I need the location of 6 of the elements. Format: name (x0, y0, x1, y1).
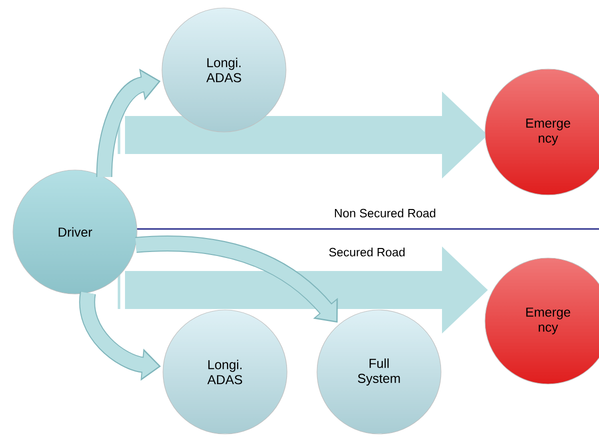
road-label: Secured Road (328, 246, 406, 258)
circle-node: Longi. ADAS (162, 310, 288, 434)
circle-node: Driver (12, 170, 138, 294)
circle-node: Full System (316, 310, 442, 434)
road-label: Non Secured Road (332, 208, 438, 218)
circle-node: Longi. ADAS (162, 8, 286, 132)
